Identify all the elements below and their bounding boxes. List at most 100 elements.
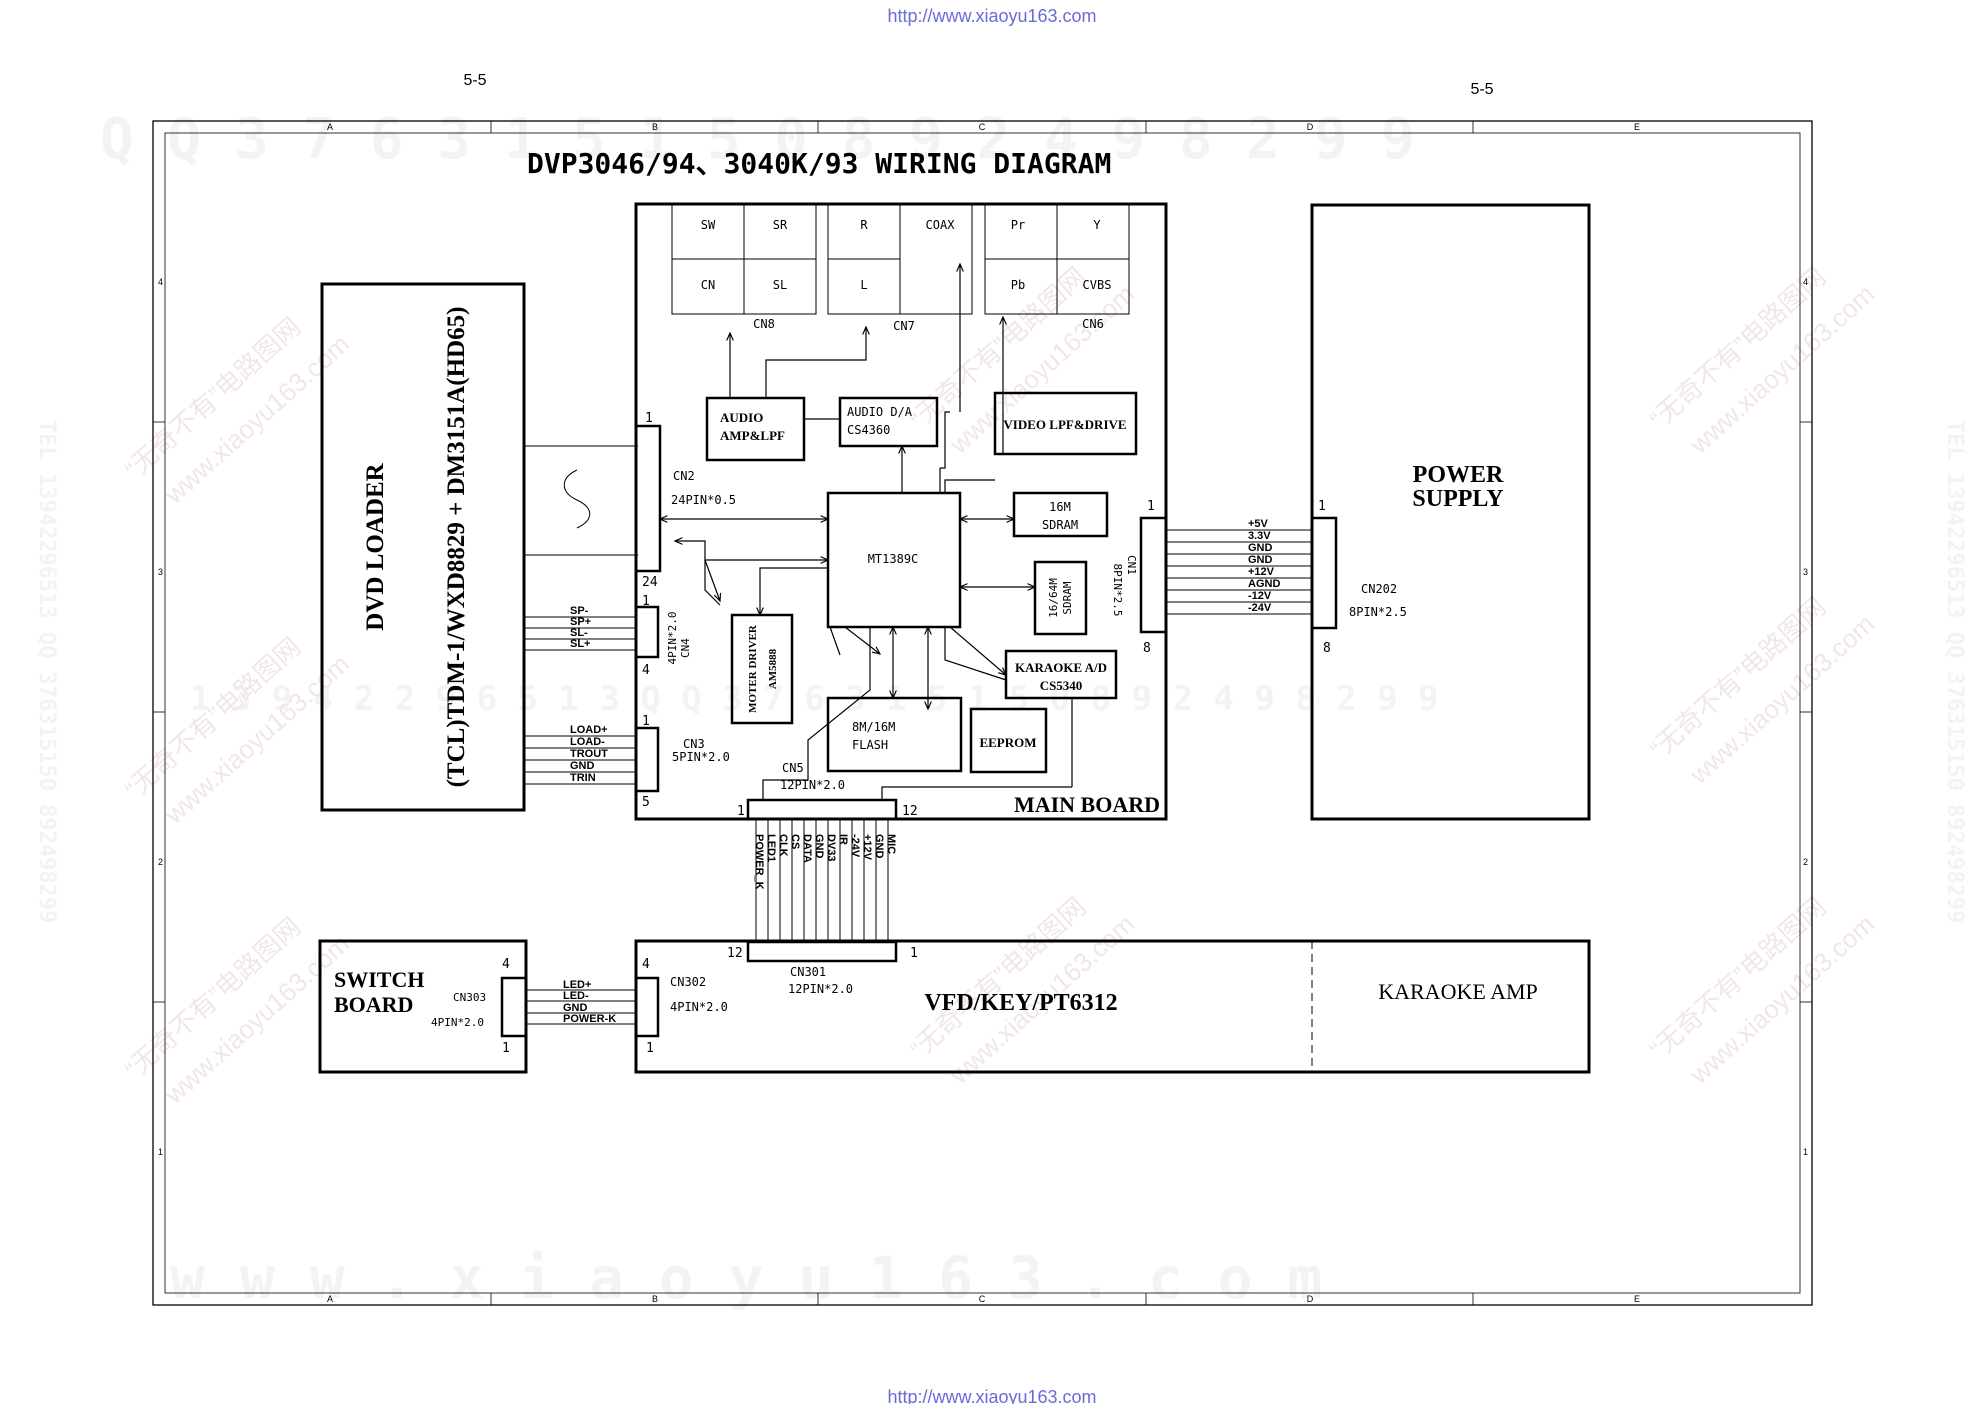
frame-col-label: C: [979, 122, 986, 132]
block-text: SDRAM: [1042, 518, 1078, 532]
pin-number: 4: [642, 663, 650, 678]
switch-board-block: SWITCH BOARD: [318, 939, 528, 1074]
pin-number: 8: [1323, 641, 1331, 656]
block-text: FLASH: [852, 738, 888, 752]
frame-row-label: 1: [1803, 1147, 1808, 1157]
connector-cn3: 1 5 CN3 5PIN*2.0: [634, 714, 730, 810]
pin-number: 1: [1318, 499, 1326, 514]
cpu-label: MT1389C: [868, 552, 919, 566]
block-text: VIDEO LPF&DRIVE: [1003, 417, 1126, 432]
main-board-block: MAIN BOARD: [634, 202, 1168, 821]
connector-name: CN1: [1125, 555, 1138, 575]
connector-name: CN301: [790, 965, 826, 979]
cn5-signal-label: POWER_K: [753, 834, 765, 890]
switch-board-title: BOARD: [334, 992, 413, 1017]
jack-label: COAX: [926, 218, 956, 232]
block-cpu: MT1389C: [826, 491, 962, 629]
sp-signal-label: SP-: [570, 605, 589, 617]
vfd-board-title: VFD/KEY/PT6312: [924, 990, 1117, 1016]
power-signal-label: +5V: [1248, 518, 1269, 530]
connector-spec: 4PIN*2.0: [666, 612, 679, 665]
jack-label: Pb: [1011, 278, 1025, 292]
cn5-signal-label: -24V: [849, 834, 861, 858]
sp-wires: [524, 616, 636, 651]
pin-number: 1: [646, 1041, 654, 1056]
connector-cn4: 1 4 4PIN*2.0 CN4: [634, 594, 692, 678]
frame-row-label: 4: [158, 277, 163, 287]
jack-label: CVBS: [1083, 278, 1112, 292]
block-sdram-1664m: 16/64M SDRAM: [1033, 560, 1088, 636]
cable-cn1-cn202: [1166, 529, 1312, 615]
block-eeprom: EEPROM: [969, 707, 1048, 774]
sp-signal-label: SL+: [570, 638, 590, 650]
frame-col-label: A: [327, 1294, 333, 1304]
pin-number: 4: [502, 957, 510, 972]
connector-spec: 8PIN*2.5: [1349, 605, 1407, 619]
watermark-mid-digits: 1 3 9 4 2 2 9 6 5 1 3 Q Q 3 7 6 3 1 5 1 …: [190, 679, 1439, 719]
cn5-signal-label: GND: [873, 834, 885, 859]
dvd-loader-block: DVD LOADER (TCL)TDM-1/WXD8829 + DM3151A(…: [320, 282, 526, 812]
block-karaoke-ad: KARAOKE A/D CS5340: [1004, 649, 1118, 700]
switch-signal-label: GND: [563, 1002, 588, 1014]
diagram-title: DVP3046/94、3040K/93 WIRING DIAGRAM: [527, 147, 1111, 180]
connector-spec: 12PIN*2.0: [780, 778, 845, 792]
power-signal-label: GND: [1248, 542, 1273, 554]
pin-number: 12: [727, 946, 743, 961]
power-signal-label: 3.3V: [1248, 530, 1271, 542]
power-signal-label: +12V: [1248, 566, 1275, 578]
power-signal-label: -24V: [1248, 602, 1272, 614]
connector-name: CN5: [782, 761, 804, 775]
url-top: http://www.xiaoyu163.com: [887, 6, 1096, 26]
connector-name: CN3: [683, 737, 705, 751]
frame-row-label: 2: [158, 857, 163, 867]
cn5-signal-label: DV33: [825, 834, 837, 862]
cn5-signal-label: LED1: [765, 834, 777, 862]
block-video-lpf: VIDEO LPF&DRIVE: [993, 391, 1138, 456]
switch-signal-labels: LED+ LED- GND POWER-K: [563, 979, 616, 1025]
jack-group-cn6: Pr Y Pb CVBS CN6: [984, 203, 1130, 331]
jack-label: SR: [773, 218, 788, 232]
page-number-left: 5-5: [463, 72, 486, 89]
block-audio-da: AUDIO D/A CS4360: [838, 396, 939, 448]
page-number-right: 5-5: [1470, 81, 1493, 98]
connector-cn202: 1 8 CN202 8PIN*2.5: [1310, 499, 1407, 656]
connector-name: CN2: [673, 469, 695, 483]
block-text: KARAOKE A/D: [1015, 660, 1107, 675]
jack-label: SL: [773, 278, 787, 292]
connector-label: CN7: [893, 319, 915, 333]
connector-name: CN4: [679, 638, 692, 658]
block-text: CS4360: [847, 423, 890, 437]
power-supply-block: POWER SUPPLY: [1310, 203, 1591, 821]
jack-group-cn8: SW SR CN SL CN8: [671, 203, 817, 331]
power-signal-labels: +5V 3.3V GND GND +12V AGND -12V -24V: [1248, 518, 1280, 614]
frame-col-label: C: [979, 1294, 986, 1304]
switch-signal-label: LED-: [563, 990, 589, 1002]
power-supply-title: SUPPLY: [1412, 486, 1503, 512]
switch-board-title: SWITCH: [334, 967, 424, 992]
load-signal-labels: LOAD+ LOAD- TROUT GND TRIN: [570, 724, 608, 784]
block-text: 16/64M: [1047, 578, 1060, 618]
frame-col-label: B: [652, 1294, 658, 1304]
power-signal-label: AGND: [1248, 578, 1280, 590]
jack-label: SW: [701, 218, 716, 232]
frame-col-label: D: [1307, 122, 1314, 132]
jack-label: CN: [701, 278, 715, 292]
block-text: 16M: [1049, 500, 1071, 514]
switch-signal-label: POWER-K: [563, 1013, 616, 1025]
load-signal-label: LOAD+: [570, 724, 608, 736]
connector-name: CN302: [670, 975, 706, 989]
connector-cn301: 12 1 CN301 12PIN*2.0: [727, 940, 918, 996]
dvd-loader-title: DVD LOADER: [362, 462, 389, 630]
connector-spec: 4PIN*2.0: [670, 1000, 728, 1014]
block-text: 8M/16M: [852, 720, 895, 734]
frame-row-label: 1: [158, 1147, 163, 1157]
switch-signal-label: LED+: [563, 979, 591, 991]
pin-number: 5: [642, 795, 650, 810]
block-text: CS5340: [1040, 678, 1083, 693]
jack-label: Y: [1093, 218, 1101, 232]
connector-spec: 8PIN*2.5: [1111, 564, 1124, 617]
pin-number: 24: [642, 575, 658, 590]
cable-cn303-cn302: [526, 989, 636, 1025]
karaoke-amp-label: KARAOKE AMP: [1378, 979, 1538, 1004]
main-board-label: MAIN BOARD: [1014, 792, 1160, 817]
